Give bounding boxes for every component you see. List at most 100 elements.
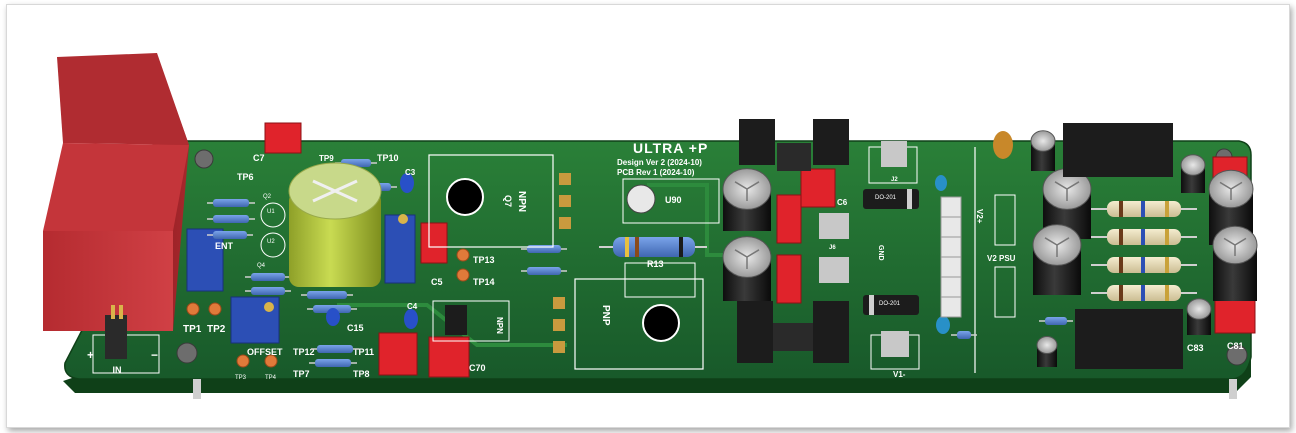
cap-vent-icon bbox=[1054, 181, 1080, 201]
small-resistor-icon bbox=[1045, 317, 1067, 325]
pcb-3d-render: IN + − TP1 TP2 TP3 TP4 TP6 TP7 TP8 TP9 T… bbox=[43, 53, 1258, 399]
tp3-label: TP3 bbox=[235, 375, 247, 381]
trimmer-screw-icon bbox=[264, 302, 274, 312]
in-header bbox=[105, 315, 127, 359]
black-cap-top-icon bbox=[1036, 336, 1058, 354]
mount-hole-icon bbox=[176, 342, 198, 364]
j5-body bbox=[819, 257, 849, 283]
to-packages: J2 J6 V1- C6 bbox=[819, 141, 920, 379]
tp11-label: TP11 bbox=[353, 347, 374, 357]
q6-pnp-footprint: PNP bbox=[553, 278, 704, 370]
small-resistor-icon bbox=[251, 287, 285, 295]
tp2-icon bbox=[208, 302, 222, 316]
in-pin bbox=[119, 305, 123, 319]
bias-trimmer-icon bbox=[186, 228, 224, 292]
u1-label: U1 bbox=[267, 209, 275, 215]
q5-outline bbox=[432, 300, 510, 342]
c83-label: C83 bbox=[1187, 343, 1204, 353]
cap-vent-icon bbox=[1223, 237, 1247, 256]
tp12-label: TP12 bbox=[293, 347, 315, 357]
clip-icon bbox=[739, 119, 775, 165]
resistor-band bbox=[1165, 257, 1169, 273]
q7-pad bbox=[559, 217, 571, 229]
resistor-band bbox=[1119, 229, 1123, 245]
resistor-band bbox=[1141, 201, 1145, 217]
q5-npn-label: NPN bbox=[495, 317, 504, 334]
v2-psu-label: V2 PSU bbox=[987, 254, 1016, 263]
relay-psu-top-icon bbox=[1063, 123, 1173, 177]
c-red-psu-icon bbox=[776, 194, 802, 244]
design-version: Design Ver 2 (2024-10) bbox=[617, 158, 702, 167]
diode-top-icon bbox=[863, 189, 919, 209]
u1-outline bbox=[260, 202, 286, 228]
c4-label: C4 bbox=[407, 302, 418, 311]
diode-band bbox=[907, 189, 912, 209]
tp4-label: TP4 bbox=[265, 375, 277, 381]
clip-base bbox=[777, 143, 811, 171]
gnd-label: GND bbox=[877, 245, 884, 261]
r13-band bbox=[625, 237, 629, 257]
clip-icon bbox=[737, 301, 773, 363]
block-front-upper bbox=[43, 143, 189, 231]
clip-icon bbox=[813, 119, 849, 165]
small-resistor-icon bbox=[315, 359, 351, 367]
v1-body bbox=[881, 331, 909, 357]
r13-band bbox=[635, 237, 639, 257]
q5-body bbox=[445, 305, 467, 335]
bias-label: ENT bbox=[215, 241, 234, 251]
u2-label: U2 bbox=[267, 239, 275, 245]
c-red-icon bbox=[378, 332, 418, 376]
rectifier-clips bbox=[737, 119, 849, 363]
in-minus-label: − bbox=[151, 348, 158, 362]
small-resistor-icon bbox=[527, 245, 561, 253]
in-label: IN bbox=[113, 365, 122, 375]
v2-plus-label: V2+ bbox=[975, 209, 984, 224]
q6-pad bbox=[553, 341, 565, 353]
tp7-label: TP7 bbox=[293, 369, 310, 379]
board-title: ULTRA +P bbox=[633, 140, 708, 156]
c81-icon bbox=[1214, 296, 1256, 334]
resistor-band bbox=[1119, 201, 1123, 217]
output-connector bbox=[940, 196, 962, 318]
trimmer-screw-icon bbox=[398, 214, 408, 224]
pcb-revision: PCB Rev 1 (2024-10) bbox=[617, 168, 695, 177]
orange-cap-icon bbox=[993, 131, 1013, 159]
tp6-label: TP6 bbox=[237, 172, 254, 182]
c5-label: C5 bbox=[431, 277, 443, 287]
fuse-outline bbox=[994, 266, 1016, 318]
board-title-block: ULTRA +P Design Ver 2 (2024-10) PCB Rev … bbox=[617, 140, 708, 177]
c3-label: C3 bbox=[405, 168, 416, 177]
mount-hole-icon bbox=[1226, 344, 1248, 366]
tp1-icon bbox=[186, 302, 200, 316]
c-red-psu-icon bbox=[800, 168, 836, 208]
tp14-label: TP14 bbox=[473, 277, 495, 287]
green-electrolytic-cap bbox=[288, 162, 382, 287]
resistor-band bbox=[1141, 285, 1145, 301]
resistor-band bbox=[1165, 201, 1169, 217]
standoffs bbox=[193, 379, 1237, 399]
clip-base bbox=[773, 323, 813, 351]
j2-label: J2 bbox=[891, 177, 898, 183]
q7-hole-icon bbox=[446, 178, 484, 216]
resistor-band bbox=[1165, 229, 1169, 245]
input-connector: IN + − bbox=[87, 305, 160, 375]
trimmers: ENT OFFSET bbox=[186, 214, 416, 357]
black-cap-top-icon bbox=[1186, 298, 1212, 320]
ceramic-icon bbox=[936, 316, 950, 334]
resistor-band bbox=[1119, 257, 1123, 273]
q7-outline bbox=[428, 154, 554, 248]
trimmer3-icon bbox=[384, 214, 416, 284]
block-front bbox=[43, 231, 173, 331]
red-film-caps: C7 C5 C70 C81 bbox=[253, 122, 1256, 378]
r13-outline bbox=[624, 262, 696, 298]
c7-icon bbox=[264, 122, 302, 154]
c3-icon bbox=[400, 173, 414, 193]
c4-icon bbox=[404, 309, 418, 329]
u90-label: U90 bbox=[665, 195, 682, 205]
offset-label: OFFSET bbox=[247, 347, 283, 357]
ceramic-caps: C3 C4 C15 bbox=[326, 168, 950, 334]
standoff-icon bbox=[193, 379, 201, 399]
small-resistor-icon bbox=[213, 231, 247, 239]
cap-vent-icon bbox=[734, 249, 760, 269]
tp3-icon bbox=[236, 354, 250, 368]
